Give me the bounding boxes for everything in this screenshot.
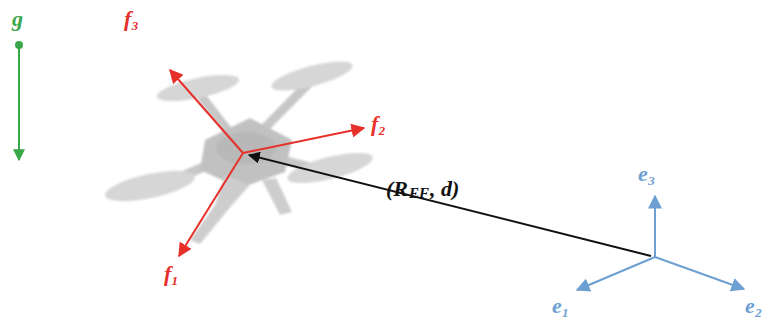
body-frame-axes [170,70,364,256]
axis-label: e₂ [745,295,762,317]
axis-label: e₃ [638,163,655,185]
pose-arrow [249,155,651,256]
axis-label: e₁ [552,295,569,317]
axis-label: g [12,8,23,30]
pose-label: (R [386,178,408,200]
gravity-arrow [15,41,23,160]
pose-label: , d) [430,178,459,200]
axis-label: f₁ [164,263,179,285]
quadrotor [103,55,376,244]
axis-label: f₃ [124,8,139,30]
axis-label: f₂ [371,113,386,135]
pose-label: EF [409,186,429,201]
